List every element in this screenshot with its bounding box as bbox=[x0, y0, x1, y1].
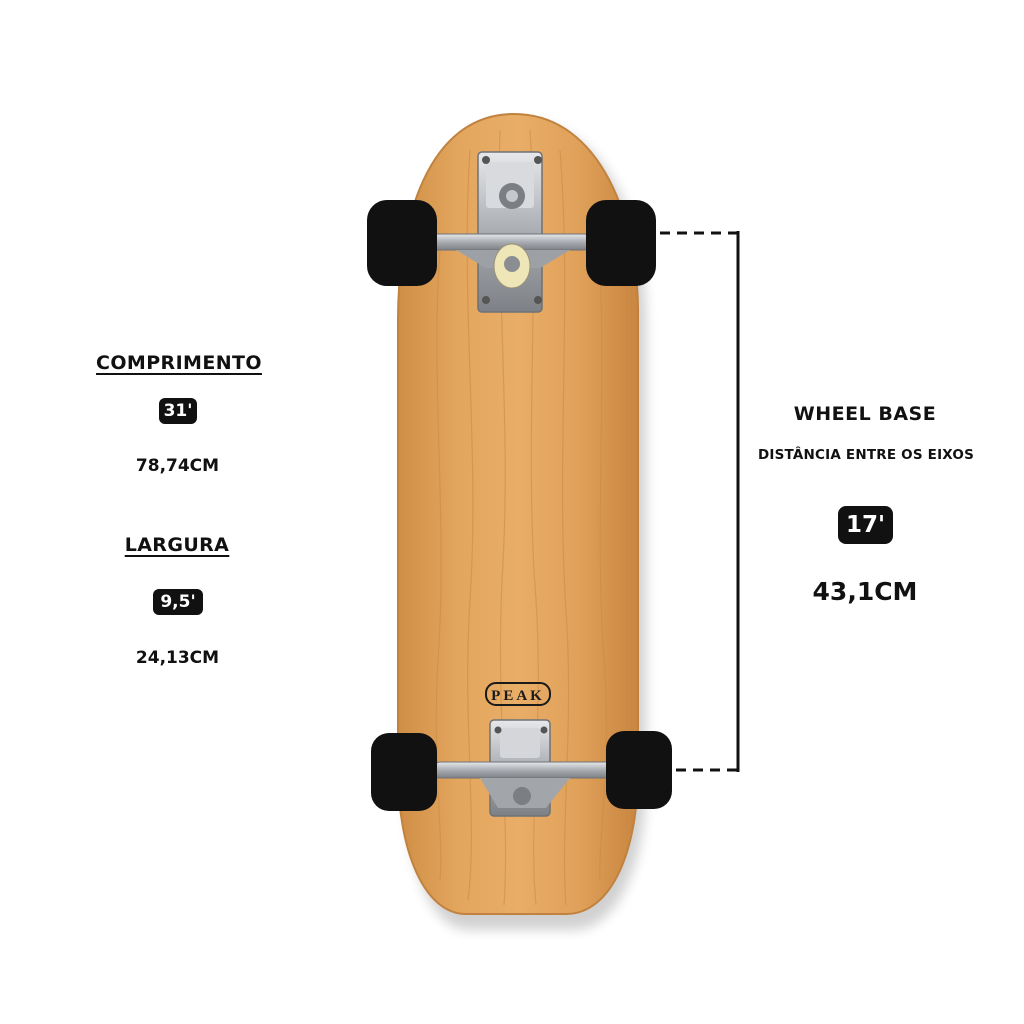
width-label: LARGURA bbox=[124, 534, 230, 556]
front-truck bbox=[429, 151, 591, 313]
wheelbase-title: WHEEL BASE bbox=[793, 403, 937, 425]
width-inches-badge: 9,5' bbox=[153, 589, 203, 615]
length-label: COMPRIMENTO bbox=[96, 352, 262, 374]
length-inches-badge: 31' bbox=[159, 398, 197, 424]
deck-logo-frame bbox=[485, 682, 551, 706]
rear-right-wheel bbox=[606, 731, 672, 809]
length-cm: 78,74CM bbox=[135, 456, 220, 476]
deck-logo: PEAK bbox=[491, 688, 545, 704]
rear-axle bbox=[433, 761, 613, 779]
rear-left-wheel bbox=[371, 733, 437, 811]
wheelbase-dimension-line bbox=[660, 231, 740, 772]
width-cm: 24,13CM bbox=[135, 648, 220, 668]
wheelbase-subtitle: DISTÂNCIA ENTRE OS EIXOS bbox=[757, 447, 975, 463]
rear-truck bbox=[433, 719, 613, 817]
front-right-wheel bbox=[586, 200, 656, 286]
wheelbase-cm: 43,1CM bbox=[812, 577, 918, 606]
front-left-wheel bbox=[367, 200, 437, 286]
wheelbase-inches-badge: 17' bbox=[838, 506, 893, 544]
